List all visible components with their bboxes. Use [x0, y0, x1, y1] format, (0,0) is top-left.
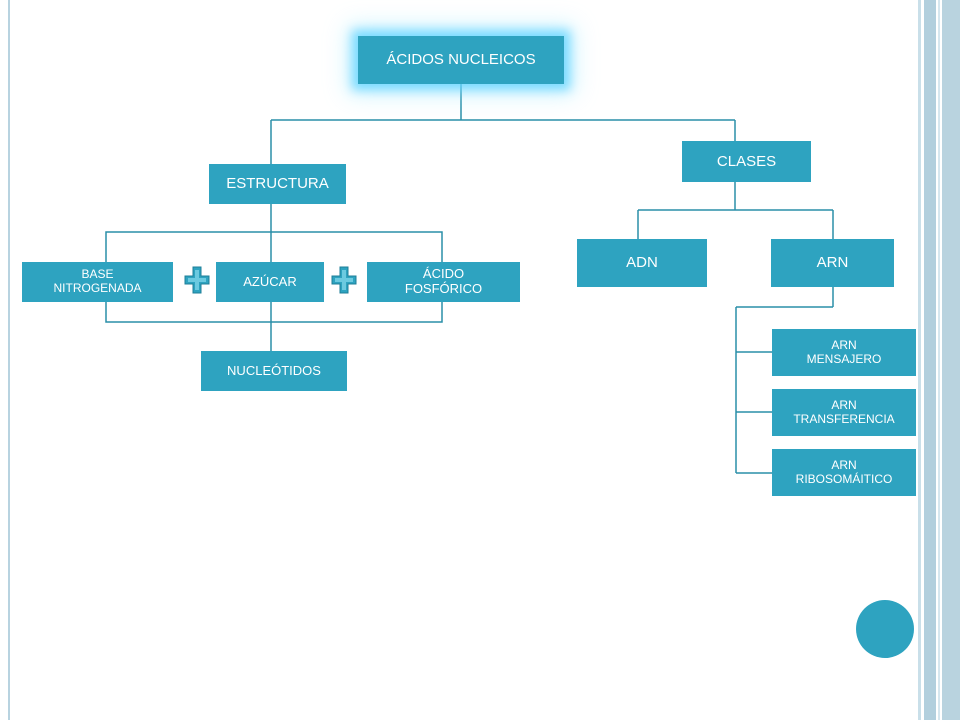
left-border-line: [8, 0, 10, 720]
plus-icon: [331, 266, 357, 294]
node-arn: ARN: [771, 239, 894, 287]
node-arn-ribosomaitico: ARN RIBOSOMÁITICO: [772, 449, 916, 496]
node-azucar: AZÚCAR: [216, 262, 324, 302]
plus-icon: [184, 266, 210, 294]
node-nucleotidos: NUCLEÓTIDOS: [201, 351, 347, 391]
node-clases: CLASES: [682, 141, 811, 182]
node-acido-fosforico: ÁCIDO FOSFÓRICO: [367, 262, 520, 302]
node-arn-transferencia: ARN TRANSFERENCIA: [772, 389, 916, 436]
node-base-nitrogenada: BASE NITROGENADA: [22, 262, 173, 302]
node-arn-mensajero: ARN MENSAJERO: [772, 329, 916, 376]
node-adn: ADN: [577, 239, 707, 287]
right-border-decoration: [918, 0, 960, 720]
node-acidos-nucleicos: ÁCIDOS NUCLEICOS: [358, 36, 564, 84]
node-estructura: ESTRUCTURA: [209, 164, 346, 204]
circle-decoration: [856, 600, 914, 658]
